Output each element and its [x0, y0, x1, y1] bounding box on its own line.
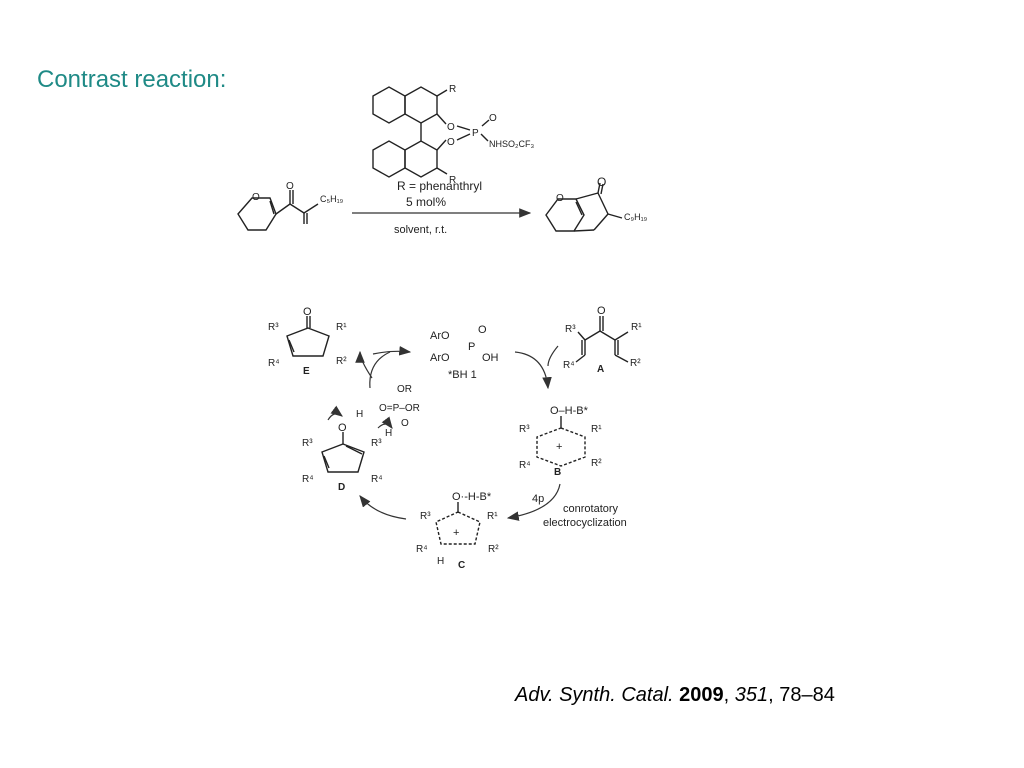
- catalyst-oxygen-1: O: [447, 122, 455, 133]
- a-r2: R²: [630, 358, 641, 369]
- c-r2: R²: [488, 544, 499, 555]
- c-r1: R¹: [487, 511, 498, 522]
- catalyst-po-oxygen: O: [489, 113, 497, 124]
- b-r4: R⁴: [519, 460, 531, 471]
- c-r4: R⁴: [416, 544, 428, 555]
- b-r3: R³: [519, 424, 530, 435]
- intermediate-c: O·-H-B* + R³ R¹ R⁴ R² H C: [416, 491, 499, 571]
- b-r2: R²: [591, 458, 602, 469]
- e-r2: R²: [336, 356, 347, 367]
- reaction-conditions: solvent, r.t.: [394, 224, 447, 236]
- catalyst-r-top: R: [449, 84, 456, 95]
- product-alkyl-chain: C₉H₁₉: [624, 212, 648, 222]
- step-label: 4p: [532, 493, 544, 505]
- arrow-catalyst-to-a: [514, 351, 552, 390]
- catalyst-loading: 5 mol%: [406, 195, 446, 209]
- intermediate-b: O–H-B* + R³ R¹ R⁴ R² B: [519, 405, 602, 478]
- a-label: A: [597, 364, 604, 375]
- step-text-2: electrocyclization: [543, 517, 627, 529]
- arrow-product-out: [355, 350, 373, 379]
- e-oxygen: O: [303, 306, 312, 318]
- reactant-alkyl-chain: C₅H₁₉: [320, 194, 344, 204]
- intermediate-d: O R³ R³ R⁴ R⁴ D: [302, 422, 383, 493]
- citation: Adv. Synth. Catal. 2009, 351, 78–84: [515, 684, 835, 706]
- b-r1: R¹: [591, 424, 602, 435]
- product-carbonyl-oxygen: O: [597, 175, 606, 189]
- d-r3-left: R³: [302, 438, 313, 449]
- catalyst-o: O: [478, 324, 487, 336]
- catalyst-phosphorus: P: [472, 128, 479, 139]
- acid-h-top: H: [356, 409, 363, 420]
- citation-journal: Adv. Synth. Catal.: [515, 684, 674, 706]
- c-ohb: O·-H-B*: [452, 491, 492, 503]
- product-ring-oxygen: O: [556, 193, 564, 204]
- catalyst-oh: OH: [482, 352, 499, 364]
- a-oxygen: O: [597, 305, 606, 317]
- a-r1: R¹: [631, 322, 642, 333]
- d-r4-right: R⁴: [371, 474, 383, 485]
- catalyst-label: *BH 1: [448, 369, 477, 381]
- cycle-catalyst: ArO ArO P O OH *BH 1: [430, 324, 499, 381]
- a-r3: R³: [565, 324, 576, 335]
- arrow-b-to-c: [506, 483, 561, 521]
- d-oxygen: O: [338, 422, 347, 434]
- arrow-c-to-d: [359, 495, 407, 520]
- catalyst-r-bottom: R: [449, 175, 456, 186]
- e-r3: R³: [268, 322, 279, 333]
- step-text-1: conrotatory: [563, 503, 619, 515]
- intermediate-a: O R³ R¹ R⁴ R² A: [563, 305, 642, 375]
- b-plus: +: [556, 441, 562, 453]
- acid-fragment: H OR O=P–OR O H: [356, 384, 420, 439]
- acid-o-bottom: O: [401, 418, 409, 429]
- b-label: B: [554, 467, 561, 478]
- c-label: C: [458, 560, 465, 571]
- catalytic-cycle: ArO ArO P O OH *BH 1 O R³ R¹ R⁴ R²: [268, 305, 642, 571]
- e-r1: R¹: [336, 322, 347, 333]
- r-definition: R = phenanthryl: [397, 179, 482, 193]
- acid-or-top: OR: [397, 384, 412, 395]
- reactant-carbonyl-oxygen: O: [286, 181, 294, 192]
- b-ohb: O–H-B*: [550, 405, 589, 417]
- product-structure: O O C₉H₁₉: [545, 175, 648, 232]
- slide-title: Contrast reaction:: [37, 66, 227, 93]
- intermediate-e: O R³ R¹ R⁴ R² E: [268, 306, 347, 377]
- catalyst-p: P: [468, 341, 475, 353]
- catalyst-oxygen-2: O: [447, 137, 455, 148]
- arrow-substrate-in: [547, 345, 559, 367]
- citation-volume: 351: [734, 684, 769, 706]
- c-plus: +: [453, 527, 459, 539]
- c-r3: R³: [420, 511, 431, 522]
- catalyst-aro-1: ArO: [430, 330, 450, 342]
- a-r4: R⁴: [563, 360, 575, 371]
- reactant-structure: O O C₅H₁₉: [237, 181, 344, 231]
- d-r4-left: R⁴: [302, 474, 314, 485]
- catalyst-nh-group: NHSO₂CF₃: [489, 139, 534, 149]
- citation-year: 2009: [679, 684, 724, 706]
- acid-p-row: O=P–OR: [379, 403, 420, 414]
- acid-h-bottom: H: [385, 428, 392, 439]
- c-h: H: [437, 556, 444, 567]
- d-r3-right: R³: [371, 438, 382, 449]
- reactant-ring-oxygen: O: [252, 192, 260, 203]
- arrow-e-to-cat: [372, 346, 412, 356]
- e-label: E: [303, 366, 310, 377]
- arrow-proton-2: [377, 416, 393, 429]
- arrow-d-to-e: [369, 351, 391, 389]
- catalyst-structure: R R O O P O NHSO₂CF₃: [372, 84, 534, 186]
- citation-pages: , 78–84: [768, 684, 835, 706]
- e-r4: R⁴: [268, 358, 280, 369]
- arrow-proton-1: [327, 405, 343, 421]
- d-label: D: [338, 482, 345, 493]
- catalyst-aro-2: ArO: [430, 352, 450, 364]
